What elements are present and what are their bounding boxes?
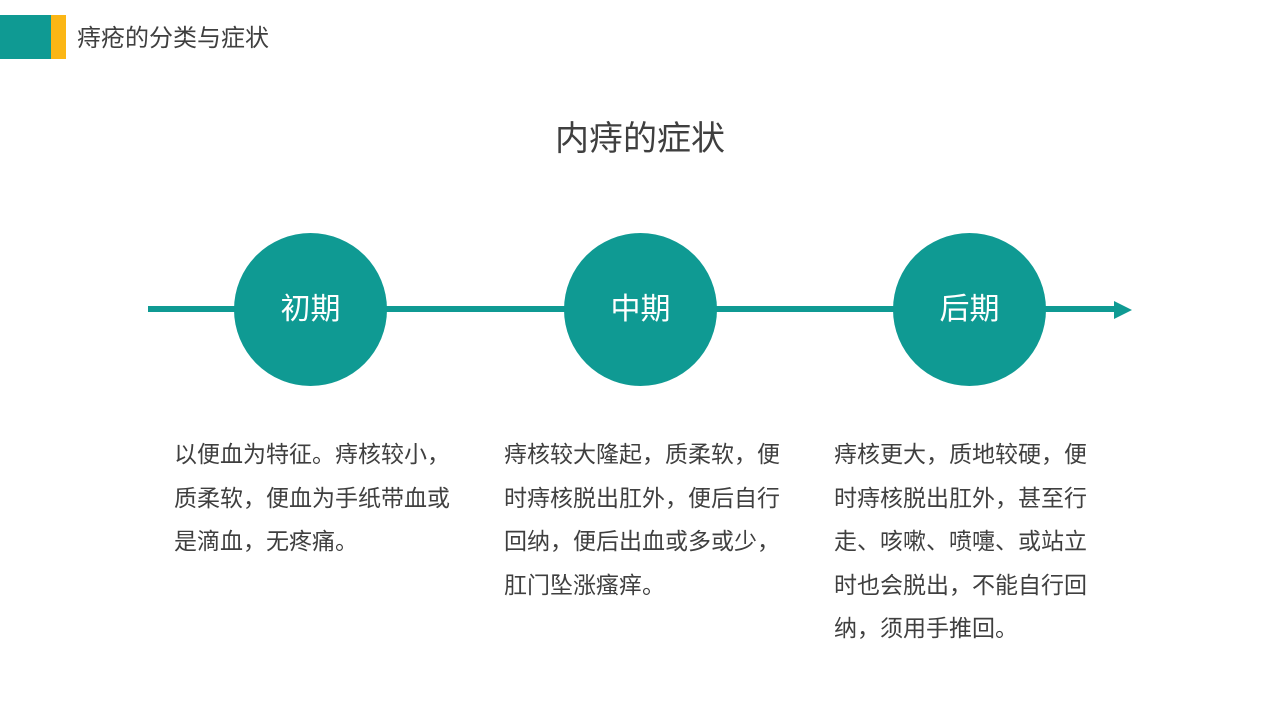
section-title: 痔疮的分类与症状 [77, 24, 269, 52]
header-accent-yellow-strip [51, 15, 66, 59]
stage-description-early: 以便血为特征。痔核较小，质柔软，便血为手纸带血或是滴血，无疼痛。 [174, 442, 450, 555]
header-accent-teal-block [0, 15, 51, 59]
stage-label: 初期 [280, 291, 341, 327]
stage-description-late: 痔核更大，质地较硬，便时痔核脱出肛外，甚至行走、咳嗽、喷嚏、或站立时也会脱出，不… [834, 442, 1087, 642]
arrow-right-icon [1114, 301, 1132, 319]
stage-description-middle: 痔核较大隆起，质柔软，便时痔核脱出肛外，便后自行回纳，便后出血或多或少，肛门坠涨… [504, 442, 780, 599]
stage-circle-late: 后期 [893, 233, 1046, 386]
stage-label: 中期 [610, 291, 671, 327]
stage-circle-middle: 中期 [564, 233, 717, 386]
stage-label: 后期 [939, 291, 1000, 327]
page-title: 内痔的症状 [555, 119, 725, 159]
stage-circle-early: 初期 [234, 233, 387, 386]
